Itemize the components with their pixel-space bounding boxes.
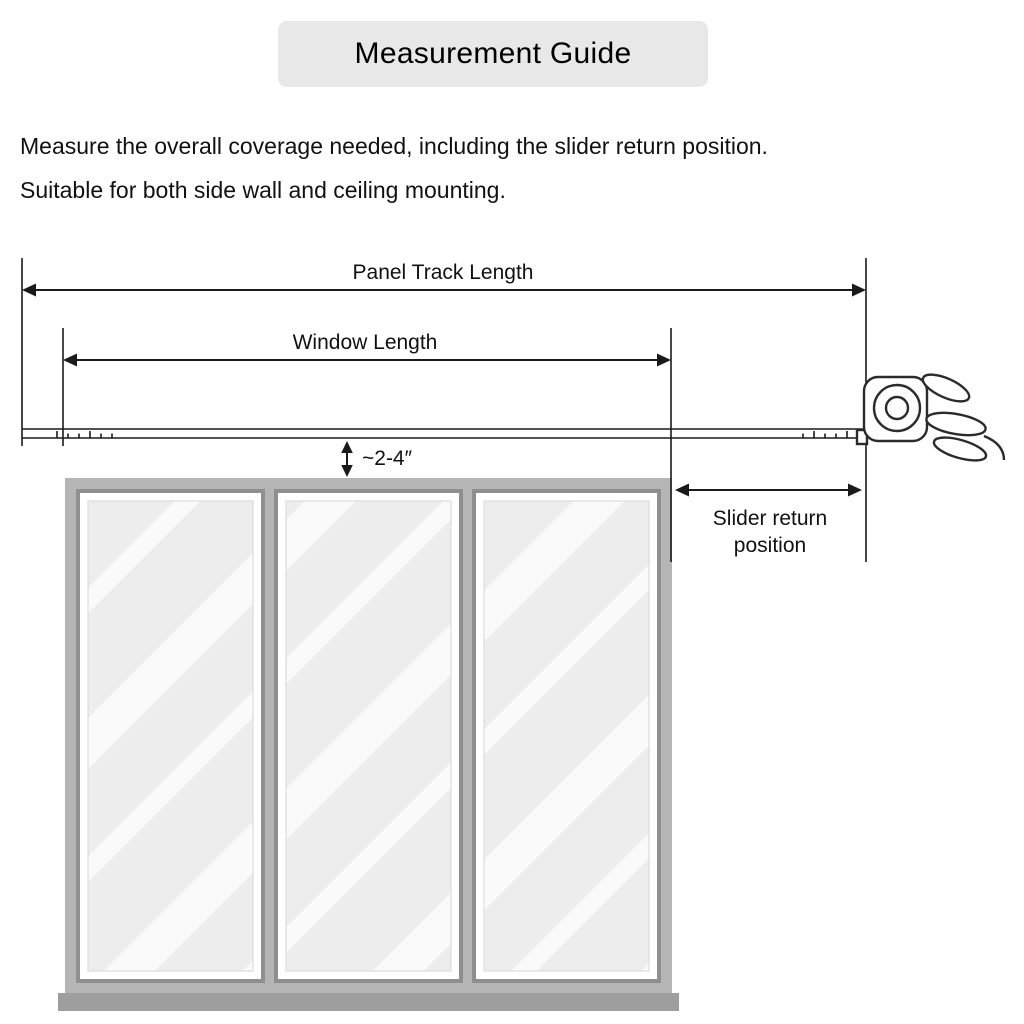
description-line-2: Suitable for both side wall and ceiling … — [20, 177, 506, 203]
title-box: Measurement Guide — [278, 21, 708, 87]
panel-1-glass — [87, 500, 254, 972]
description-line-1: Measure the overall coverage needed, inc… — [20, 133, 768, 159]
tape-measure-icon — [855, 375, 929, 446]
tape-ticks-right — [802, 431, 859, 438]
window-panel-3 — [472, 489, 661, 983]
arrow-right-icon — [852, 283, 866, 297]
arrow-left-icon — [63, 353, 77, 367]
gap-arrow: ~2-4″ — [341, 441, 413, 477]
wrist-line — [983, 434, 1006, 461]
arrow-left-icon — [22, 283, 36, 297]
panel-2-glass — [285, 500, 452, 972]
panel-track-length-label: Panel Track Length — [353, 261, 534, 284]
hand-icon — [921, 373, 1006, 462]
arrow-right-icon — [657, 353, 671, 367]
panel-track-arrow: Panel Track Length — [22, 261, 866, 297]
window-panel-2 — [274, 489, 463, 983]
sliding-window — [58, 478, 679, 1011]
tape-ticks-left — [56, 431, 113, 438]
gap-label: ~2-4″ — [362, 447, 413, 470]
window-sill — [58, 993, 679, 1011]
page-title: Measurement Guide — [354, 37, 632, 70]
arrow-up-icon — [341, 441, 353, 453]
arrow-right-icon — [848, 483, 862, 497]
slider-return-arrow: Slider return position — [675, 483, 862, 557]
tape-ruler — [22, 428, 866, 439]
arrow-down-icon — [341, 465, 353, 477]
panel-3-glass — [483, 500, 650, 972]
arrow-left-icon — [675, 483, 689, 497]
window-length-arrow: Window Length — [63, 331, 671, 367]
slider-return-label-line-2: position — [734, 534, 806, 557]
window-panel-1 — [76, 489, 265, 983]
slider-return-label-line-1: Slider return — [713, 507, 827, 530]
tape-reel-inner — [884, 395, 910, 421]
description: Measure the overall coverage needed, inc… — [20, 124, 768, 212]
window-length-label: Window Length — [293, 331, 438, 354]
